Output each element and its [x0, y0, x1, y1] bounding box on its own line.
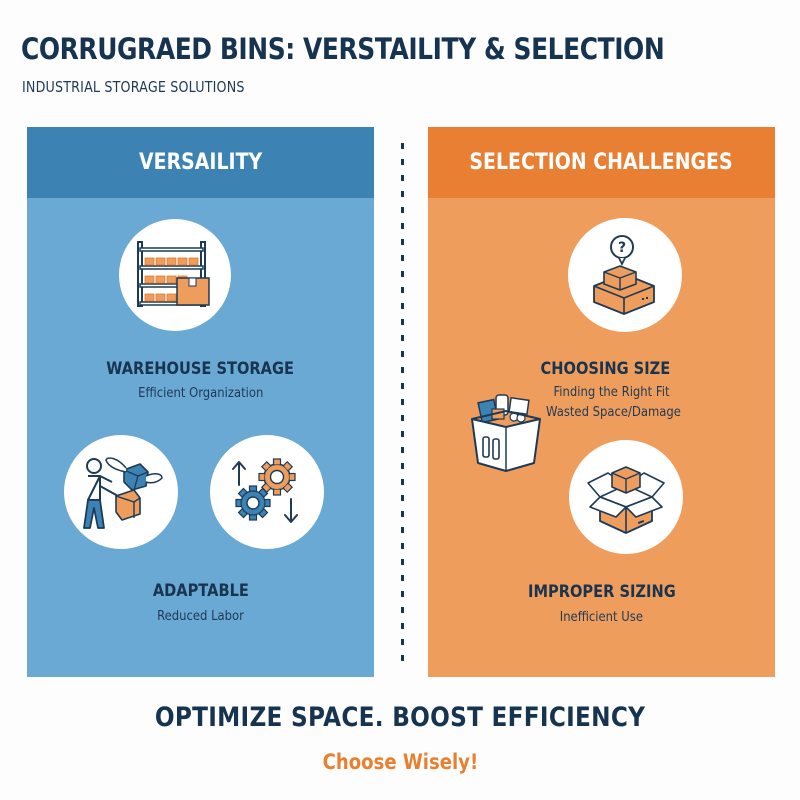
box-question-icon-circle: ?: [568, 218, 682, 332]
footer-tagline: OPTIMIZE SPACE. BOOST EFFICIENCY: [154, 702, 646, 733]
selection-challenges-panel-header: SELECTION CHALLENGES: [428, 127, 775, 198]
improper-sizing-subtitle: Inefficient Use: [559, 609, 644, 625]
versatility-panel-header: VERSAILITY: [27, 127, 374, 198]
person-icon-circle: [64, 435, 178, 549]
overflowing-bin: [468, 393, 544, 473]
selection-challenges-panel: SELECTION CHALLENGES ? CHOOSING SIZE Fin…: [428, 127, 775, 677]
choosing-size-subtitle: Finding the Right Fit: [553, 384, 670, 400]
warehouse-icon-circle: [119, 219, 231, 331]
warehouse-storage-title: WAREHOUSE STORAGE: [106, 359, 295, 379]
choosing-size-subtitle-2: Wasted Space/Damage: [546, 404, 681, 420]
improper-sizing-title: IMPROPER SIZING: [527, 582, 676, 602]
warehouse-storage-subtitle: Efficient Organization: [137, 385, 264, 401]
overflowing-bin-icon: [471, 394, 541, 472]
open-box-icon: [587, 466, 665, 534]
open-box-icon-circle: [569, 440, 683, 554]
adaptable-title: ADAPTABLE: [152, 581, 249, 601]
page-subtitle: INDUSTRIAL STORAGE SOLUTIONS: [22, 78, 245, 96]
adaptable-subtitle: Reduced Labor: [157, 608, 244, 624]
choosing-size-title: CHOOSING SIZE: [540, 359, 671, 379]
page-title: CORRUGRAED BINS: VERSTAILITY & SELECTION: [21, 32, 665, 66]
gears-icon-circle: [210, 435, 324, 549]
gears-arrows-icon: [232, 458, 298, 523]
box-question-icon: ?: [593, 235, 655, 315]
versatility-panel: VERSAILITY WAREHOUSE STORAGE Efficient O: [27, 127, 374, 677]
dashed-divider: [401, 143, 404, 668]
footer-call-to-action: Choose Wisely!: [322, 750, 478, 774]
person-moving-boxes-icon: [83, 457, 163, 529]
warehouse-shelf-icon: [137, 241, 210, 307]
svg-text:?: ?: [618, 240, 626, 256]
selection-challenges-heading: SELECTION CHALLENGES: [469, 150, 734, 175]
versatility-heading: VERSAILITY: [138, 150, 263, 175]
